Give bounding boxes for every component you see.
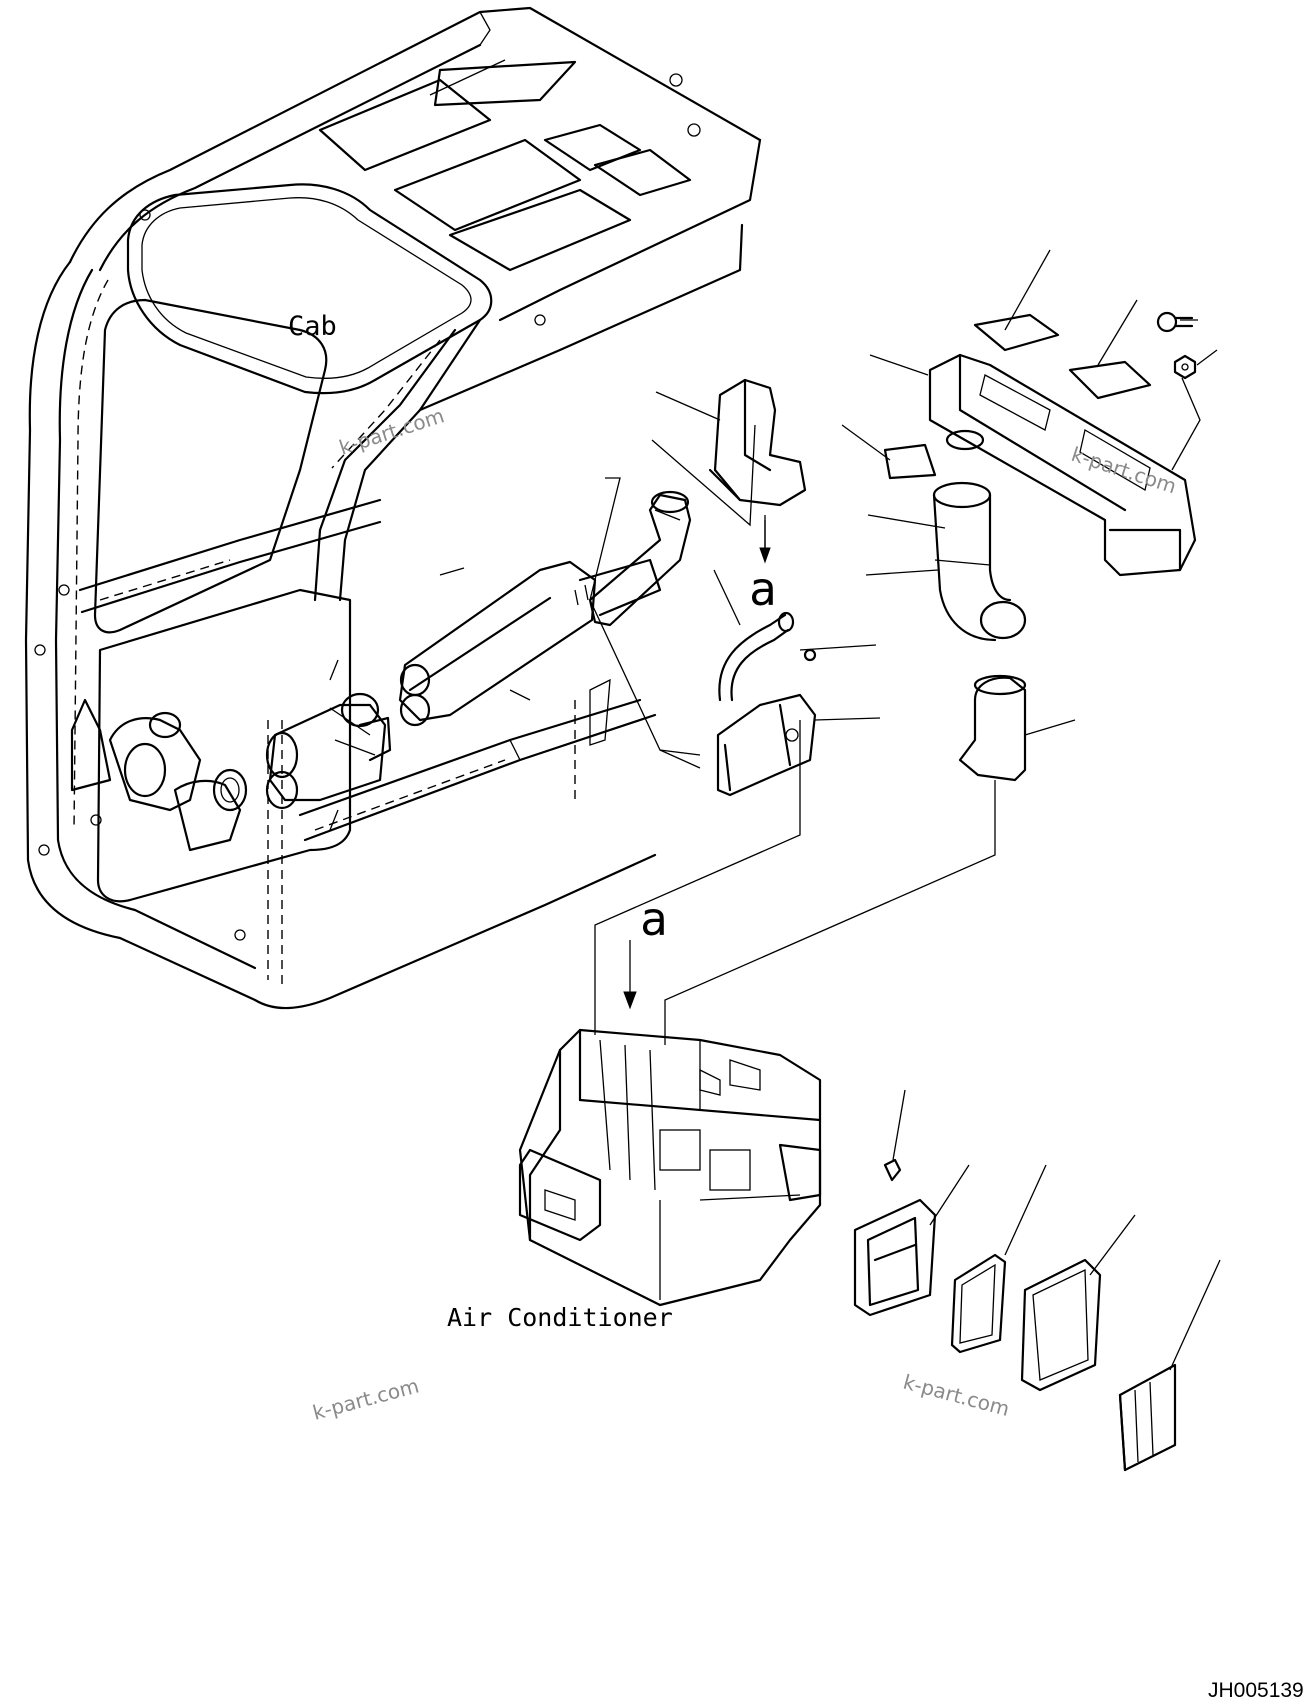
drawing-id: JH005139	[1208, 1679, 1304, 1702]
ref-a-upper-label: a	[749, 562, 777, 616]
vent-nozzle-assembly	[70, 698, 248, 852]
upper-distribution-duct	[928, 353, 1197, 577]
lower-bracket-duct	[716, 648, 817, 797]
round-elbow-duct	[932, 481, 1027, 642]
watermark-lower-left: k-part.com	[310, 1373, 421, 1424]
air-conditioner-label: Air Conditioner	[447, 1303, 673, 1332]
ref-a-lower-label: a	[640, 892, 668, 946]
twin-louver-vents	[265, 692, 392, 810]
cab-frame	[24, 6, 762, 1010]
upper-bracket-duct	[708, 378, 807, 507]
l-shaped-duct	[588, 490, 692, 627]
long-twin-duct	[398, 558, 662, 727]
watermark-upper: k-part.com	[336, 403, 447, 459]
reference-arrows	[623, 520, 771, 1010]
watermark-center-right: k-part.com	[1068, 442, 1179, 498]
elbow-duct-right	[958, 674, 1027, 782]
cab-label: Cab	[288, 311, 337, 342]
leader-lines	[329, 249, 1221, 1371]
filter-frames	[853, 1158, 1177, 1472]
watermark-lower-right: k-part.com	[901, 1370, 1012, 1421]
hose	[718, 611, 795, 702]
air-conditioner-unit	[518, 1028, 822, 1307]
bolt-and-washer	[1156, 311, 1197, 380]
